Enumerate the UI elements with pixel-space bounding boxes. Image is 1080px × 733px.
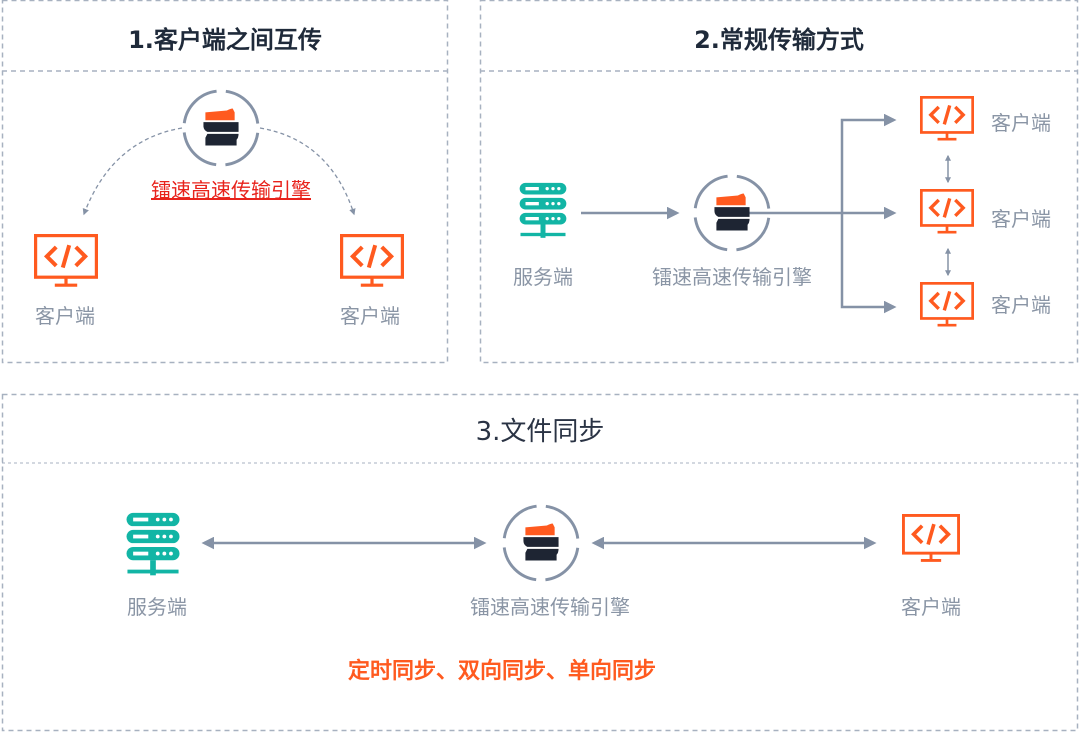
server-rack-icon (518, 181, 568, 243)
transfer-engine-icon (502, 504, 580, 582)
sync-modes-text: 定时同步、双向同步、单向同步 (347, 659, 657, 684)
server-rack-icon (124, 511, 182, 581)
panel-title: 2.常规传输方式 (694, 26, 864, 54)
client-monitor-code-icon (896, 514, 966, 572)
transfer-engine-icon (182, 89, 260, 167)
panel-client-to-client: 1.客户端之间互传 镭速高速传输引擎 客户端 客户端 (1, 0, 449, 364)
panel-frame (479, 0, 1079, 364)
server-label: 服务端 (513, 265, 573, 289)
client-monitor-code-icon (914, 96, 980, 150)
panel-title: 3.文件同步 (475, 417, 605, 447)
panel-frame (1, 0, 449, 364)
client-label: 客户端 (991, 293, 1051, 317)
panel-file-sync: 3.文件同步 服务端 镭速高速传输引擎 客户端 定时同步、双向同步、单向同步 (1, 393, 1079, 732)
panel-title: 1.客户端之间互传 (128, 26, 322, 54)
client-label: 客户端 (340, 304, 400, 328)
client-monitor-code-icon (26, 234, 106, 298)
transfer-engine-icon (693, 174, 771, 252)
server-label: 服务端 (127, 595, 187, 619)
panel-regular-transfer: 2.常规传输方式 服务端 镭速高速传输引擎 客户端 客户端 客户端 (479, 0, 1079, 364)
client-label: 客户端 (991, 111, 1051, 135)
client-label: 客户端 (35, 304, 95, 328)
client-label: 客户端 (991, 207, 1051, 231)
engine-label: 镭速高速传输引擎 (470, 595, 630, 619)
engine-label[interactable]: 镭速高速传输引擎 (151, 178, 311, 202)
client-label: 客户端 (901, 595, 961, 619)
panel-frame (1, 393, 1079, 732)
client-monitor-code-icon (914, 282, 980, 336)
client-monitor-code-icon (914, 189, 980, 243)
client-monitor-code-icon (332, 234, 412, 298)
engine-label: 镭速高速传输引擎 (652, 265, 812, 289)
